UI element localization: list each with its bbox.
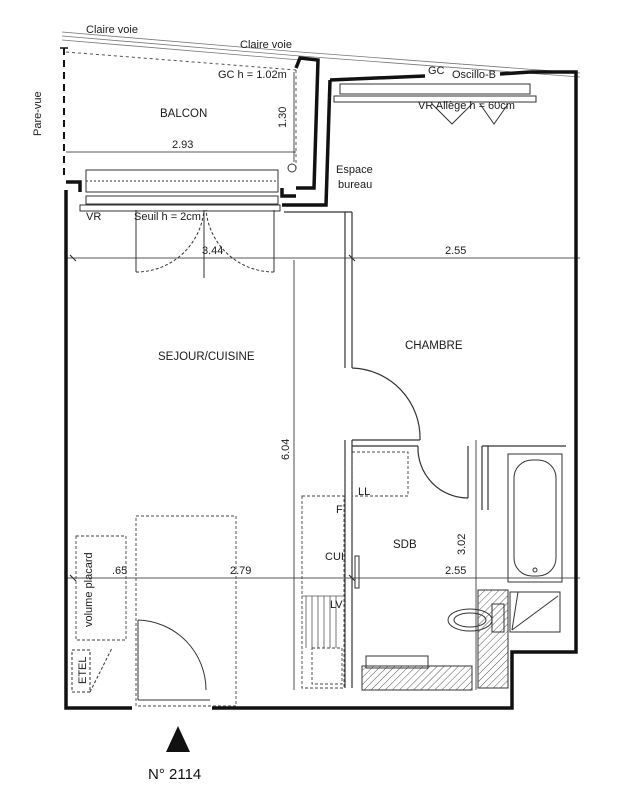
vr-label: VR — [86, 211, 102, 223]
etel-label: ETEL — [77, 656, 89, 684]
dimension-1-30: 1.30 — [277, 106, 289, 128]
north-arrow-icon — [166, 726, 190, 752]
gc-label: GC — [428, 65, 445, 77]
balcony-door-swing — [135, 209, 275, 278]
f-label: F — [336, 504, 343, 516]
room-sejour-cuisine: SEJOUR/CUISINE — [158, 351, 255, 363]
sink-grid — [302, 595, 344, 648]
dimension-0-65: .65 — [112, 565, 128, 577]
exterior-walls — [64, 56, 578, 710]
toilet — [447, 603, 505, 633]
entry-door — [137, 619, 210, 701]
volume-placard-label: volume placard — [83, 552, 95, 627]
cui-label: CUI — [325, 551, 344, 563]
vr-allege-label: VR Allège h = 60cm — [418, 100, 515, 112]
claire-voie-label-2: Claire voie — [240, 39, 292, 51]
gc-height-label: GC h = 1.02m — [218, 69, 287, 81]
dimension-lines — [66, 72, 580, 690]
dimension-2-93: 2.93 — [172, 139, 194, 151]
lv-label: LV — [330, 599, 343, 611]
balcony-glazing — [79, 169, 281, 212]
dimension-2-55-top: 2.55 — [445, 245, 467, 257]
claire-voie-label-1: Claire voie — [86, 24, 138, 36]
espace-bureau-line2: bureau — [338, 179, 373, 191]
room-chambre: CHAMBRE — [405, 340, 463, 352]
oscillo-label: Oscillo-B — [452, 69, 497, 81]
bathtub — [507, 453, 563, 583]
sliding-door — [354, 555, 360, 589]
dimension-2-55-bottom: 2.55 — [445, 565, 467, 577]
bedroom-window — [333, 83, 537, 125]
dimension-6-04: 6.04 — [280, 438, 292, 460]
room-sdb: SDB — [393, 539, 417, 551]
seuil-label: Seuil h = 2cm — [134, 211, 201, 223]
room-balcon: BALCON — [160, 108, 208, 120]
hatched-duct — [477, 589, 509, 689]
interior-partitions — [284, 211, 566, 688]
dimension-3-02: 3.02 — [456, 533, 468, 555]
claire-voie-railing — [61, 31, 581, 78]
dimension-ticks — [69, 254, 356, 582]
balcony-outline — [65, 51, 297, 170]
dimension-2-79: 2.79 — [230, 565, 252, 577]
kitchen-counter — [75, 451, 409, 707]
ll-label: LL — [358, 486, 371, 498]
shower-tray — [509, 591, 561, 633]
dimension-3-44: 3.44 — [202, 245, 224, 257]
espace-bureau-line1: Espace — [336, 164, 373, 176]
unit-number: N° 2114 — [148, 766, 202, 783]
pare-vue-label: Pare-vue — [32, 91, 44, 136]
